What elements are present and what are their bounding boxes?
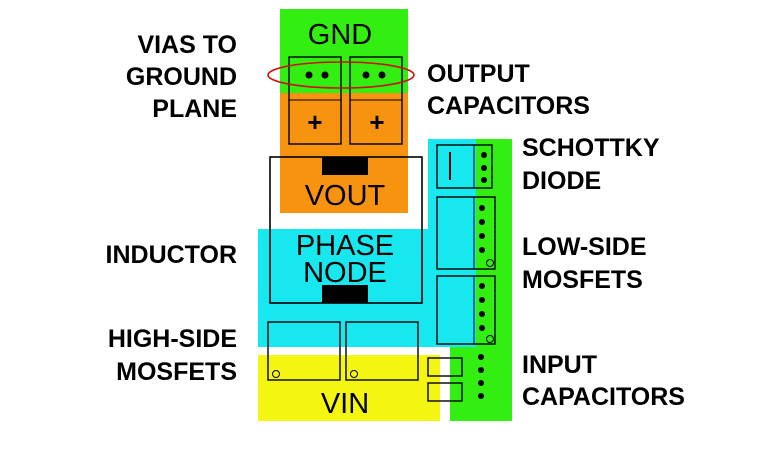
pin-one-marker	[486, 259, 494, 267]
via-dot	[481, 152, 487, 158]
capacitor-plus-left: +	[307, 107, 322, 137]
via-dot	[479, 311, 485, 317]
label-vias-line3: PLANE	[152, 95, 237, 123]
net-vout: VOUT	[305, 180, 386, 212]
inductor-pad-top	[322, 157, 368, 175]
via-dot	[479, 219, 485, 225]
phase-copper-right	[428, 139, 478, 347]
label-schottky-line2: DIODE	[522, 167, 601, 195]
vin-copper	[258, 355, 440, 421]
capacitor-plus-right: +	[369, 107, 384, 137]
via-dot	[378, 71, 386, 79]
net-phase: PHASE	[296, 230, 394, 262]
via-dot	[479, 247, 485, 253]
high-side-mosfet-1	[267, 321, 341, 381]
net-gnd: GND	[308, 19, 372, 51]
via-dot	[362, 71, 370, 79]
via-dot	[479, 205, 485, 211]
net-vin: VIN	[321, 388, 369, 420]
input-capacitor-1	[427, 357, 463, 377]
label-lowside-line1: LOW-SIDE	[522, 233, 647, 261]
input-capacitor-2	[427, 382, 463, 402]
via-dot	[479, 325, 485, 331]
schottky-diode	[436, 144, 493, 189]
label-highside-line2: MOSFETS	[116, 358, 237, 386]
via-dot	[478, 354, 484, 360]
label-vias-line1: VIAS TO	[137, 31, 237, 59]
via-dot	[478, 367, 484, 373]
low-side-mosfet-1	[436, 196, 496, 270]
via-dot	[478, 380, 484, 386]
via-dot	[479, 297, 485, 303]
via-dot	[479, 283, 485, 289]
vout-copper	[280, 93, 408, 213]
high-side-mosfet-2	[345, 321, 419, 381]
label-input-line1: INPUT	[522, 351, 597, 379]
pin-one-marker	[486, 335, 494, 343]
label-inductor: INDUCTOR	[106, 241, 237, 269]
label-output-line1: OUTPUT	[427, 60, 530, 88]
label-vias-line2: GROUND	[126, 63, 237, 91]
inductor-pad-bottom	[322, 285, 368, 303]
via-dot	[305, 71, 313, 79]
via-dot	[481, 177, 487, 183]
via-dot	[479, 233, 485, 239]
label-lowside-line2: MOSFETS	[522, 266, 643, 294]
low-side-mosfet-2	[436, 275, 496, 345]
label-schottky-line1: SCHOTTKY	[522, 134, 660, 162]
via-dot	[481, 165, 487, 171]
net-node: NODE	[303, 257, 387, 289]
pin-one-marker	[350, 370, 358, 378]
via-dot	[321, 71, 329, 79]
label-input-line2: CAPACITORS	[522, 383, 685, 411]
gnd-copper-top	[280, 9, 408, 93]
label-output-line2: CAPACITORS	[427, 92, 590, 120]
label-highside-line1: HIGH-SIDE	[108, 325, 237, 353]
pin-one-marker	[272, 370, 280, 378]
via-dot	[478, 393, 484, 399]
vias-highlight-ring	[267, 61, 415, 89]
